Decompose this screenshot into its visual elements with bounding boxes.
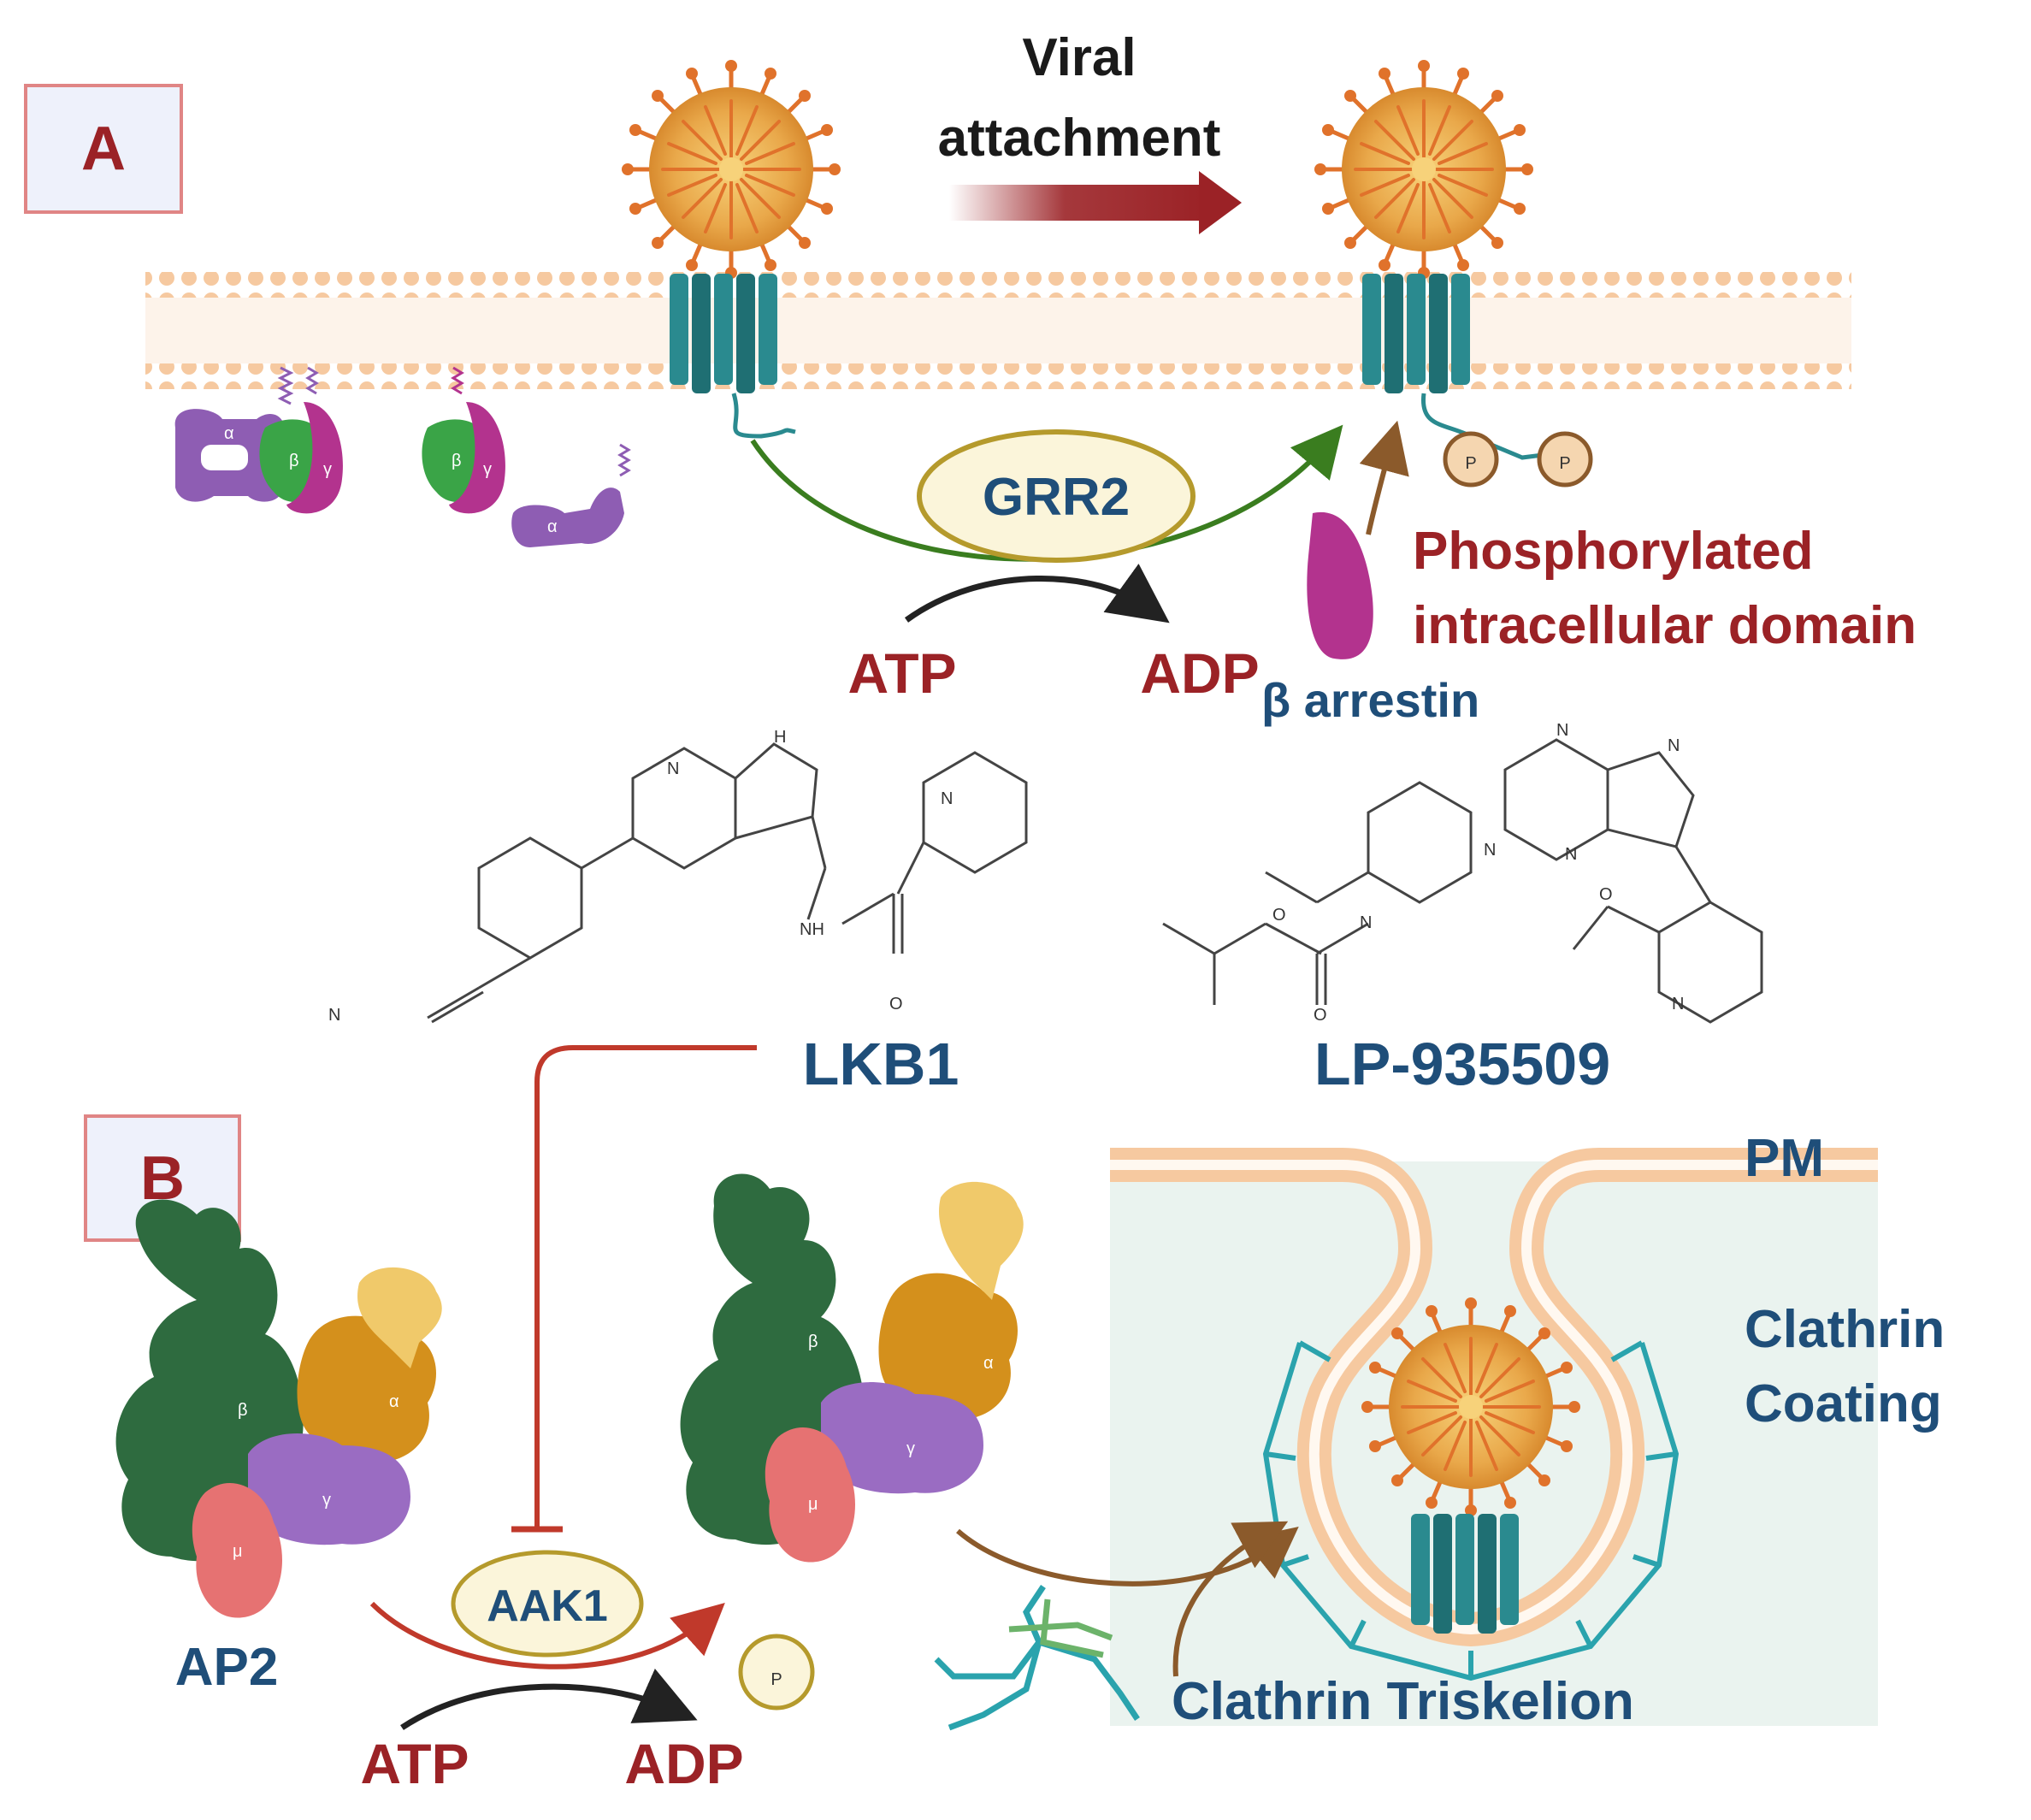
clathrin-triskelion — [934, 1585, 1140, 1731]
atp-label-b: ATP — [360, 1732, 469, 1795]
beta-arrestin-label: β arrestin — [1261, 673, 1479, 727]
ap2-left-alpha: α — [389, 1392, 399, 1411]
lp935509-label: LP-935509 — [1314, 1031, 1610, 1097]
lp-atom-n5: N — [1360, 913, 1372, 932]
atp-adp-arrow-b — [400, 1668, 698, 1730]
receptor-left — [670, 274, 777, 393]
phosphate-b-label: P — [770, 1670, 782, 1689]
lkb1-atom-h: H — [774, 728, 786, 747]
clathrin-coating-line2: Coating — [1745, 1374, 1942, 1433]
panel-a: A Viral attachment — [24, 28, 1916, 727]
virus-vesicle — [1361, 1297, 1580, 1516]
atp-label-a: ATP — [847, 641, 956, 705]
lkb1-atom-n2: N — [667, 759, 679, 778]
triskelion-to-vesicle-arrow — [1172, 1521, 1289, 1677]
attachment-arrow — [949, 171, 1242, 234]
membrane-a-bilayer — [145, 272, 1851, 389]
arrestin-brown-arrow — [1359, 420, 1409, 535]
adp-label-a: ADP — [1140, 641, 1259, 705]
g-protein-complex: α β γ β γ α — [174, 366, 631, 547]
triskelion-label: Clathrin Triskelion — [1172, 1672, 1634, 1731]
ap2-left-gamma: γ — [322, 1491, 331, 1510]
ap2-complex-right: β α γ μ — [680, 1173, 1024, 1563]
ap2-right-mu: μ — [808, 1495, 818, 1514]
aak1-ellipse — [451, 1550, 644, 1658]
g-beta-2: β — [452, 452, 462, 470]
grr2-label: GRR2 — [983, 468, 1130, 527]
grr2-ellipse — [917, 429, 1196, 563]
lp-atom-o3: O — [1599, 885, 1613, 904]
lp-atom-n4: N — [1484, 841, 1496, 860]
aak1-red-arrow — [369, 1601, 725, 1669]
panel-a-label: A — [81, 115, 126, 183]
g-gamma-2: γ — [483, 460, 492, 479]
g-alpha-2: α — [547, 517, 558, 536]
lkb1-inhibition-line — [534, 1045, 757, 1527]
virus-left — [622, 60, 841, 279]
lp-atom-n3: N — [1565, 845, 1577, 864]
ap2-complex-left: β α γ μ — [115, 1199, 442, 1618]
viral-attachment-line2: attachment — [938, 109, 1221, 168]
phosphorylated-line2: intracellular domain — [1413, 596, 1916, 655]
phosphate-b — [738, 1634, 815, 1711]
virus-right — [1314, 60, 1533, 279]
phosphate-a2-label: P — [1559, 454, 1570, 473]
lp-atom-o2: O — [1314, 1006, 1327, 1025]
phosphate-a1-label: P — [1465, 454, 1476, 473]
aak1-label: AAK1 — [487, 1581, 608, 1631]
lkb1-atom-o: O — [889, 995, 903, 1013]
clathrin-coating-line1: Clathrin — [1745, 1300, 1945, 1359]
arrestin-shape — [1307, 511, 1373, 659]
phosphate-a1 — [1443, 431, 1499, 488]
drug-structures: N N H NH O N N N N — [328, 721, 1763, 1533]
ap2-right-gamma: γ — [906, 1439, 915, 1458]
viral-attachment-line1: Viral — [1022, 28, 1136, 87]
ap2-right-beta: β — [808, 1332, 818, 1351]
ap2-left-beta: β — [238, 1401, 248, 1420]
receptor-right — [1362, 274, 1470, 393]
plasma-membrane-inner — [1110, 1160, 1878, 1635]
receptor-vesicle — [1411, 1514, 1519, 1634]
lkb1-atom-nh: NH — [800, 920, 824, 939]
panel-b: B PM Clathrin Coating Clathrin Triskelio… — [84, 1114, 1945, 1795]
panel-a-label-box — [24, 84, 183, 214]
lp935509-structure — [1162, 738, 1763, 1024]
lp-atom-o1: O — [1272, 906, 1286, 925]
ap2-right-alpha: α — [983, 1354, 994, 1373]
phosphorylated-line1: Phosphorylated — [1413, 522, 1814, 581]
adp-label-b: ADP — [624, 1732, 743, 1795]
lp-atom-n1: N — [1556, 721, 1568, 740]
receptor-tail-left — [731, 393, 796, 439]
lp-atom-n2: N — [1668, 736, 1680, 755]
lkb1-atom-n3: N — [941, 789, 953, 808]
ap2-label: AP2 — [175, 1638, 279, 1697]
ap2-left-mu: μ — [233, 1542, 243, 1561]
pm-label: PM — [1745, 1129, 1824, 1188]
lkb1-label: LKB1 — [803, 1031, 959, 1097]
g-alpha-1: α — [224, 424, 234, 443]
atp-adp-arrow-a — [904, 564, 1170, 623]
phosphate-a2 — [1537, 431, 1593, 488]
g-gamma-1: γ — [323, 460, 332, 479]
lkb1-atom-n1: N — [328, 1006, 340, 1025]
lp-atom-n6: N — [1672, 995, 1684, 1013]
clathrin-cage — [1262, 1340, 1680, 1681]
lkb1-structure — [427, 742, 1028, 1024]
g-beta-1: β — [289, 452, 299, 470]
